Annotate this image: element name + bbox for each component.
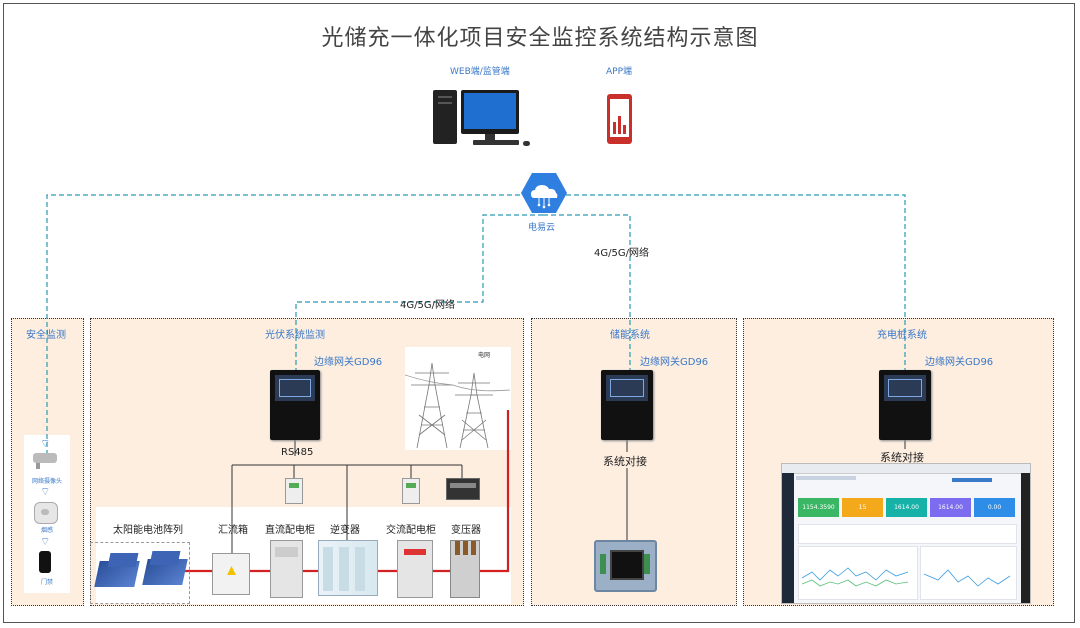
net-label-right: 4G/5G/网络 [594,248,649,259]
zone-charging-title: 充电桩系统 [877,330,927,341]
inverter-icon [318,540,378,596]
wifi-icon: ⌔ [40,437,51,450]
diagram-title: 光储充一体化项目安全监控系统结构示意图 [321,26,759,51]
zone-safety-title: 安全监测 [26,330,66,341]
charging-gateway-device [879,370,931,440]
storage-gateway-label: 边缘网关GD96 [640,357,709,368]
dashboard-screenshot: 1154.3590 15 1614.00 1614.00 0.00 [781,463,1031,604]
pv-gateway-label: 边缘网关GD96 [314,357,383,368]
stat-card-2: 15 [842,498,883,517]
equip-label-solar: 太阳能电池阵列 [113,525,183,536]
ac-cabinet-icon [397,540,433,598]
access-control-icon [39,551,51,573]
equip-label-transformer: 变压器 [451,525,481,536]
storage-controller-icon [594,540,657,592]
pv-gateway-device [270,370,320,440]
transformer-icon [450,540,480,598]
equip-label-inverter: 逆变器 [330,525,360,536]
combiner-box-icon [212,553,250,595]
camera-label: 网络摄像头 [31,478,62,485]
grid-label: 电网 [478,352,491,359]
storage-gateway-device [601,370,653,440]
stat-card-1: 1154.3590 [798,498,839,517]
app-label: APP端 [606,67,633,77]
zone-storage-title: 储能系统 [610,330,650,341]
wifi-icon: ⌔ [40,535,51,548]
zone-pv-title: 光伏系统监测 [265,330,325,341]
smoke-label: 烟感 [40,527,53,534]
charging-link-label: 系统对接 [880,451,924,464]
web-label: WEB端/监管端 [450,67,510,77]
equip-label-combiner: 汇流箱 [218,525,248,536]
line-cloud-to-charging [566,194,906,370]
meter-device-1 [285,478,303,504]
stat-card-5: 0.00 [974,498,1015,517]
grid-tower-icon [405,362,510,449]
storage-link-label: 系统对接 [603,455,647,468]
stat-card-4: 1614.00 [930,498,971,517]
stat-card-3: 1614.00 [886,498,927,517]
dc-cabinet-icon [270,540,303,598]
dashboard-trend-lines [801,567,1011,587]
line-cloud-to-storage [543,214,631,370]
camera-icon [33,453,57,463]
net-label-left: 4G/5G/网络 [400,300,455,311]
mouse-icon [523,141,530,146]
solar-array-icon [90,542,190,604]
phone-icon [607,94,632,144]
cloud-icon [521,173,567,213]
line-cloud-to-safety [46,194,520,455]
door-label: 门禁 [40,579,53,586]
wifi-icon: ⌔ [40,485,51,498]
line-cloud-to-pv [295,214,543,370]
rs485-label: RS485 [281,447,314,458]
charging-gateway-label: 边缘网关GD96 [925,357,994,368]
meter-device-2 [402,478,420,504]
red-line-to-grid [480,410,510,573]
equip-label-ac-cabinet: 交流配电柜 [386,525,436,536]
grid-image-area [405,347,511,450]
meter-device-3 [446,478,480,500]
equip-label-dc-cabinet: 直流配电柜 [265,525,315,536]
cloud-label: 电易云 [528,223,556,233]
diagram-frame [3,3,1075,623]
